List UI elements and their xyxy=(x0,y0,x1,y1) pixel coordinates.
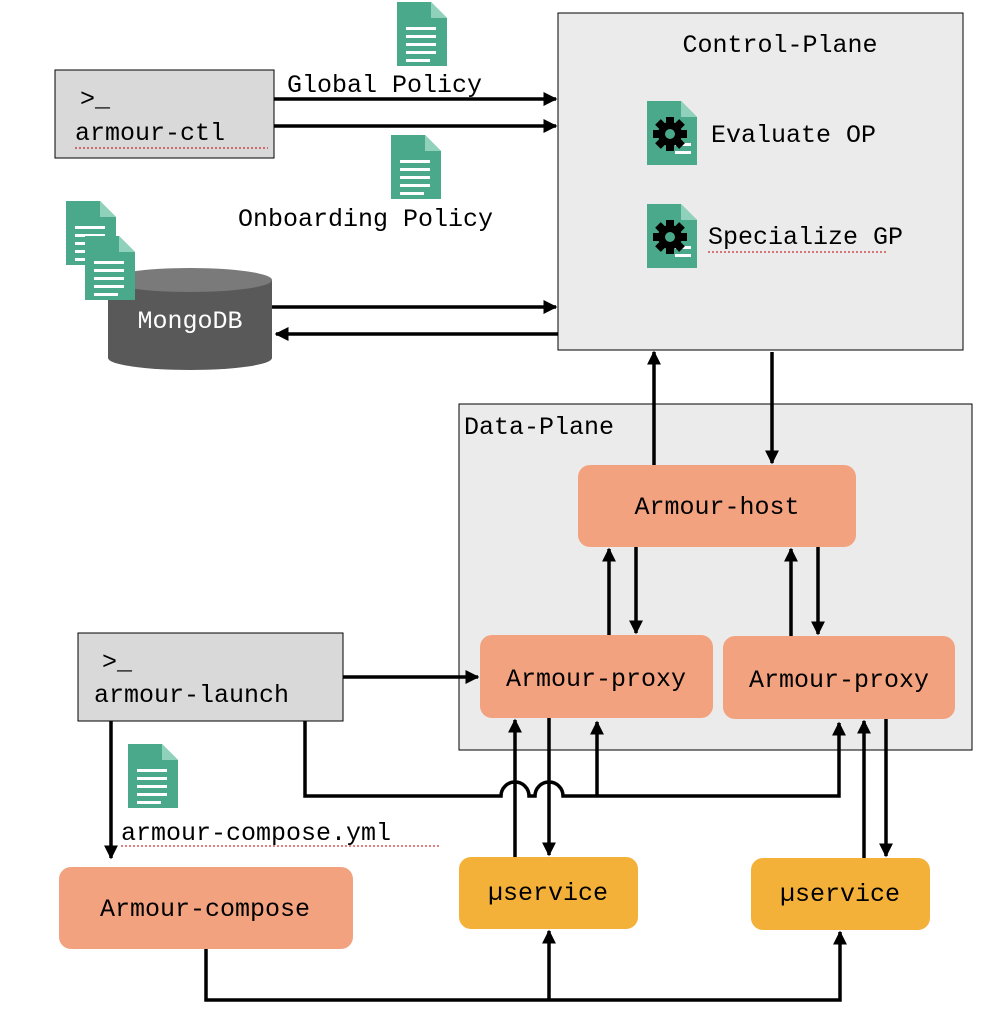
armour-ctl-terminal[interactable]: >_ armour-ctl xyxy=(54,69,275,159)
compose-file-label: armour-compose.yml xyxy=(121,819,391,848)
microservice-node[interactable]: µservice xyxy=(459,857,638,929)
gear-document-icon xyxy=(647,204,697,268)
armour-proxy-label: Armour-proxy xyxy=(749,666,929,695)
onboarding-policy-label: Onboarding Policy xyxy=(238,205,493,234)
mongodb-database[interactable]: MongoDB xyxy=(108,268,272,370)
specialize-gp-label: Specialize GP xyxy=(708,223,903,252)
armour-ctl-label: armour-ctl xyxy=(75,119,225,148)
compose-file-document-icon xyxy=(128,744,178,808)
microservice-label: µservice xyxy=(488,879,608,908)
control-plane-title: Control-Plane xyxy=(682,31,877,60)
connectors xyxy=(104,92,893,1002)
data-plane-title: Data-Plane xyxy=(464,413,614,442)
stored-policy-document-icon xyxy=(85,236,135,300)
onboarding-policy-document-icon xyxy=(391,135,441,199)
global-policy-document-icon xyxy=(397,2,447,66)
terminal-prompt: >_ xyxy=(80,85,111,114)
armour-proxy-node[interactable]: Armour-proxy xyxy=(480,635,713,718)
global-policy-label: Global Policy xyxy=(287,71,482,100)
armour-launch-terminal[interactable]: >_ armour-launch xyxy=(77,632,344,722)
gear-document-icon xyxy=(647,101,697,165)
mongodb-label: MongoDB xyxy=(137,307,242,336)
armour-compose-label: Armour-compose xyxy=(100,895,310,924)
microservice-label: µservice xyxy=(780,880,900,909)
armour-host-label: Armour-host xyxy=(634,493,799,522)
launch-control-bus xyxy=(303,721,846,798)
armour-proxy-node[interactable]: Armour-proxy xyxy=(723,636,955,719)
evaluate-op-label: Evaluate OP xyxy=(711,121,876,150)
microservice-node[interactable]: µservice xyxy=(751,858,930,930)
armour-launch-label: armour-launch xyxy=(94,681,289,710)
control-plane-panel: Control-Plane Evaluate OP Specialize GP xyxy=(557,12,964,351)
armour-host-node[interactable]: Armour-host xyxy=(578,465,856,547)
armour-compose-node[interactable]: Armour-compose xyxy=(59,867,353,949)
terminal-prompt: >_ xyxy=(102,648,133,677)
compose-to-service2-arrow xyxy=(204,930,847,1002)
armour-proxy-label: Armour-proxy xyxy=(506,665,686,694)
